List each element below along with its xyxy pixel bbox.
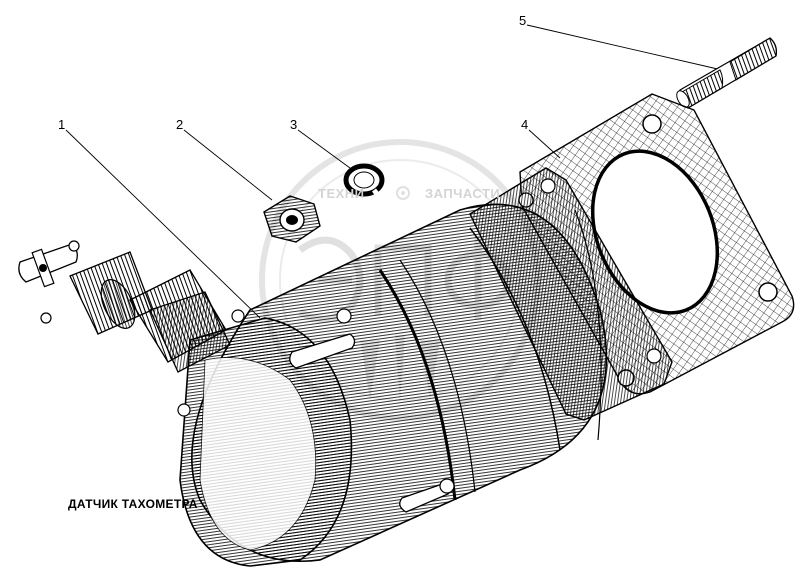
connector xyxy=(18,240,231,373)
gear-icon xyxy=(396,186,410,200)
diagram-caption: ДАТЧИК ТАХОМЕТРА xyxy=(68,497,198,511)
callout-2: 2 xyxy=(176,117,184,132)
stud-bolt xyxy=(676,37,777,109)
watermark-word-left: ТЕХНИ xyxy=(318,186,365,201)
sensor-body xyxy=(177,203,608,567)
callout-4: 4 xyxy=(521,117,529,132)
lock-washer xyxy=(343,163,385,200)
hex-nut xyxy=(263,195,321,243)
callout-1: 1 xyxy=(58,117,66,132)
callout-5: 5 xyxy=(519,13,527,28)
watermark-word-right: ЗАПЧАСТИ xyxy=(425,186,501,201)
callout-3: 3 xyxy=(290,117,298,132)
leader-lines xyxy=(65,24,723,319)
